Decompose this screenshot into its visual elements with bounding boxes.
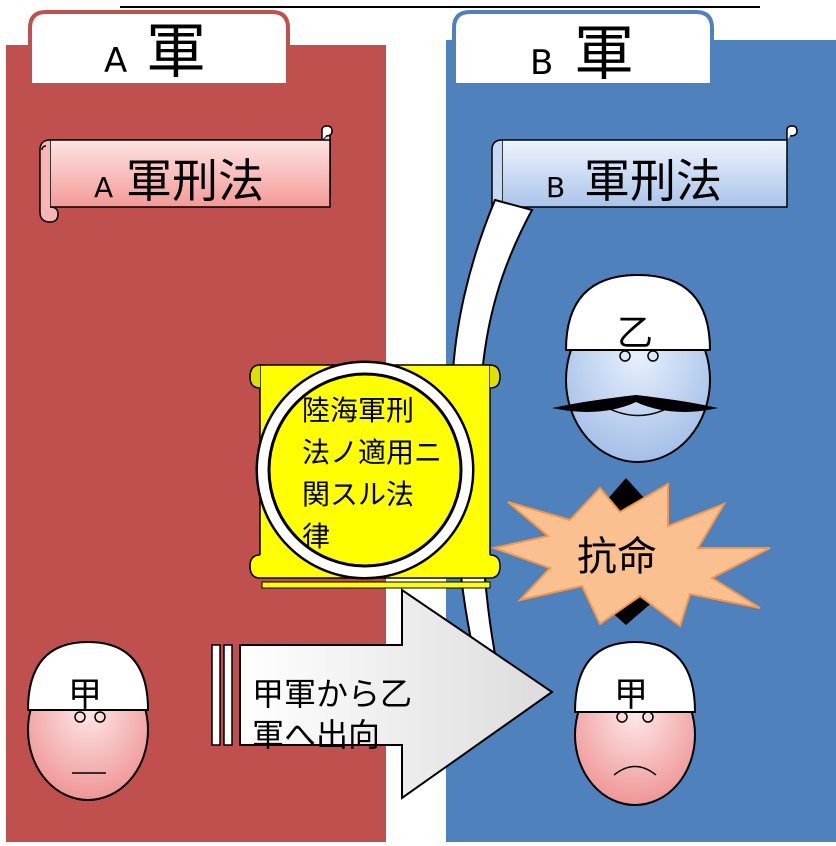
army-a-law-scroll: A 軍刑法 — [39, 125, 333, 223]
army-b-law-text: 軍刑法 — [584, 154, 722, 208]
otsu-label: 乙 — [617, 313, 653, 354]
mustache — [552, 395, 718, 412]
army-a-law-letter: A — [94, 171, 113, 204]
army-b-law-scroll: B 軍刑法 — [491, 125, 798, 223]
army-b-tab: B 軍 — [452, 10, 714, 89]
kou-left-figure: 甲 — [26, 640, 150, 801]
transfer-line-1: 甲軍から乙 — [252, 675, 412, 713]
army-b-kanji: 軍 — [574, 19, 634, 89]
otsu-figure: 乙 — [552, 273, 718, 463]
army-a-kanji: 軍 — [146, 17, 206, 87]
army-a-law-text: 軍刑法 — [126, 154, 264, 208]
army-b-law-letter: B — [546, 171, 565, 204]
law-title-line-1: 陸海軍刑 — [302, 394, 414, 427]
insubordination-burst: 抗命 — [490, 482, 771, 628]
law-title-line-3: 関スル法 — [302, 478, 414, 511]
army-a-letter: A — [104, 41, 127, 81]
kou-right-figure: 甲 — [573, 640, 697, 806]
army-a-tab: A 軍 — [28, 10, 290, 87]
kou-right-label: 甲 — [614, 675, 648, 715]
law-title-line-2: 法ノ適用ニ — [302, 436, 442, 469]
army-b-letter: B — [530, 43, 553, 83]
insubordination-label: 抗命 — [577, 534, 657, 580]
kou-left-label: 甲 — [68, 675, 102, 715]
law-title-line-4: 律 — [302, 520, 330, 553]
transfer-arrow: 甲軍から乙 軍へ出向 — [211, 588, 554, 800]
magnifier: 陸海軍刑 法ノ適用ニ 関スル法 律 — [255, 360, 475, 580]
transfer-line-2: 軍へ出向 — [252, 716, 380, 754]
